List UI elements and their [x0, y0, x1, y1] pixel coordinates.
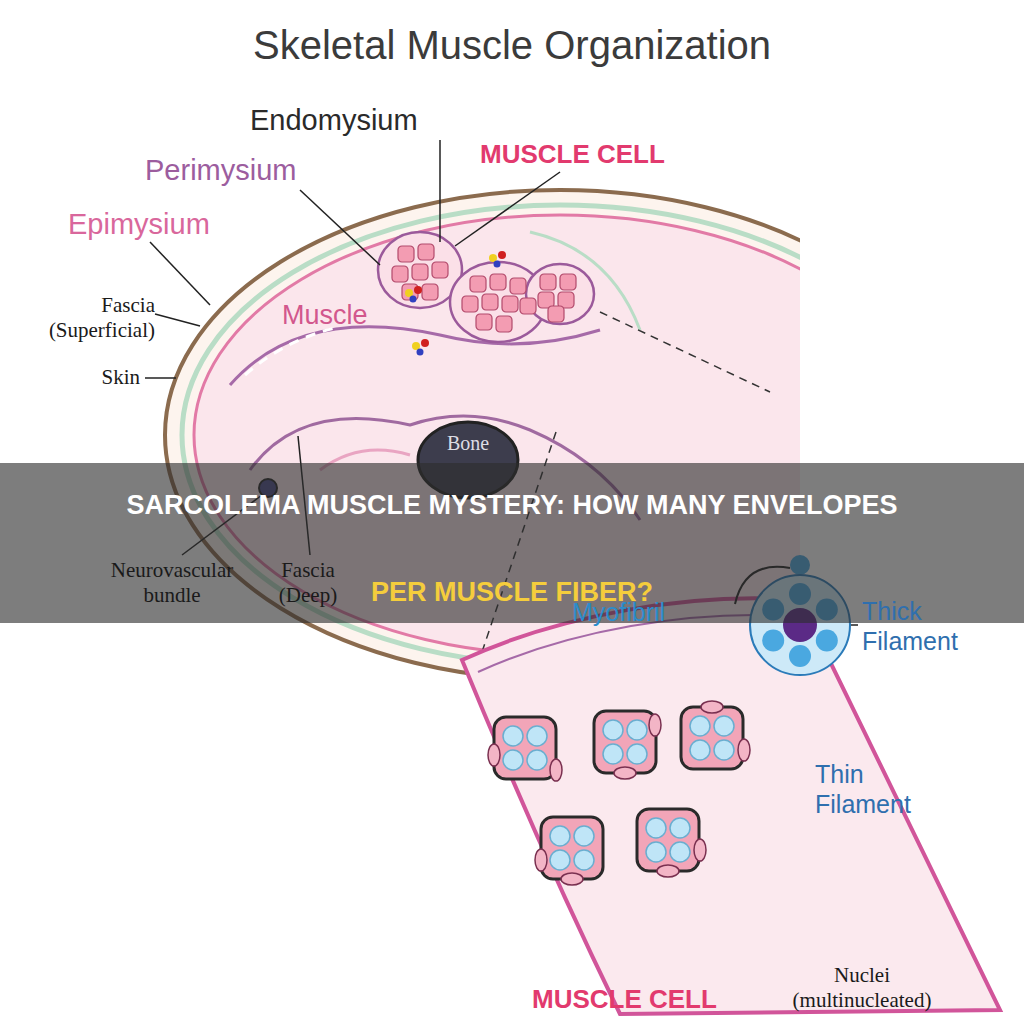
muscle-cell [432, 262, 448, 278]
leader-line [150, 242, 210, 305]
layer-label: Fascia (Deep) [268, 558, 348, 608]
part-label: Thick Filament [862, 596, 972, 656]
fascicle [526, 264, 594, 324]
muscle-cell [482, 294, 498, 310]
compartment-line [230, 327, 600, 385]
node-text: Bone [416, 432, 520, 455]
leader-line [439, 140, 441, 242]
muscle-cell-outline [462, 598, 1000, 1014]
leader-line [455, 172, 560, 246]
part-label: Myofibril [572, 597, 665, 627]
nucleus [649, 714, 661, 736]
part-label: Nuclei (multinucleated) [782, 963, 942, 1013]
nucleus [738, 739, 750, 761]
muscle-cell [510, 278, 526, 294]
muscle-cell [470, 276, 486, 292]
part-label: Thin Filament [815, 759, 925, 819]
compartment-line [245, 328, 335, 375]
muscle-cell [476, 314, 492, 330]
fascicles [378, 232, 594, 356]
myofibril-shape [637, 809, 699, 871]
layer-label: Fascia (Superficial) [15, 293, 155, 343]
nucleus [657, 865, 679, 877]
muscle-cell [422, 284, 438, 300]
thin-filament [789, 645, 811, 667]
blood-vessel [494, 261, 501, 268]
muscle-cell [392, 266, 408, 282]
blood-vessel [410, 296, 417, 303]
layer-label: Perimysium [145, 153, 296, 188]
layer-label: Skin [101, 365, 140, 390]
fascicle [450, 262, 546, 342]
zoom-line [600, 312, 770, 392]
myofibril-shape [541, 817, 603, 879]
part-label: MUSCLE CELL [480, 139, 665, 170]
part-label: Muscle [282, 299, 368, 331]
nucleus [535, 849, 547, 871]
nucleus [561, 873, 583, 885]
nucleus [488, 744, 500, 766]
muscle-cell [418, 244, 434, 260]
muscle-cell [548, 306, 564, 322]
leader-line [300, 190, 380, 265]
thin-filament [762, 630, 784, 652]
nucleus [701, 701, 723, 713]
muscle-cell [412, 264, 428, 280]
myofibril-shape [594, 711, 656, 773]
nuclei [488, 701, 750, 885]
nucleus [694, 839, 706, 861]
part-label: MUSCLE CELL [532, 984, 717, 1015]
blood-vessel [421, 339, 429, 347]
muscle-cell [502, 296, 518, 312]
leader-line [145, 377, 176, 379]
nucleus [550, 759, 562, 781]
inset [462, 555, 1000, 1014]
muscle-cell [490, 274, 506, 290]
blood-vessel [414, 286, 422, 294]
diagram-title: Skeletal Muscle Organization [253, 21, 771, 69]
muscle-cell [540, 274, 556, 290]
blood-vessel [498, 251, 506, 259]
myofibril-shape [681, 707, 743, 769]
banner-text: SARCOLEMA MUSCLE MYSTERY: HOW MANY ENVEL… [126, 489, 897, 521]
blood-vessel [417, 349, 424, 356]
layer-label: Endomysium [250, 103, 418, 138]
muscle-cell [560, 274, 576, 290]
nucleus [614, 767, 636, 779]
muscle-cell [520, 298, 536, 314]
part-label: Neurovascular bundle [97, 558, 247, 608]
myofibril-shape [494, 717, 556, 779]
layer-label: Epimysium [68, 207, 210, 242]
muscle-cell [398, 246, 414, 262]
muscle-cell [462, 296, 478, 312]
leader-line [155, 314, 200, 326]
thin-filament [816, 630, 838, 652]
muscle-cell [496, 316, 512, 332]
